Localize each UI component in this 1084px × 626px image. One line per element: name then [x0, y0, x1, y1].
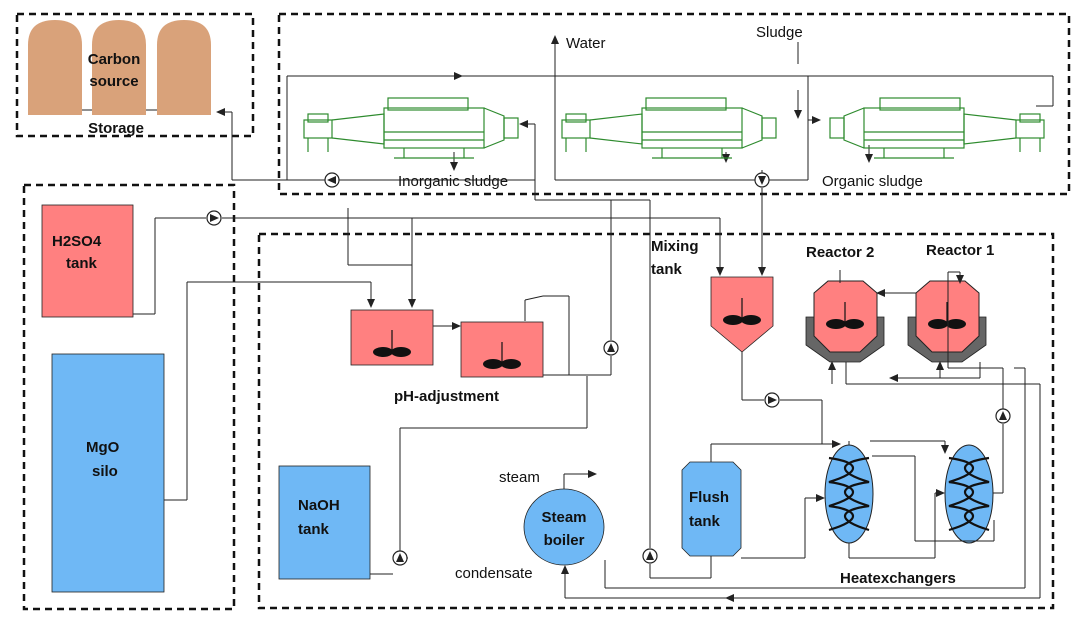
condensate-label: condensate	[455, 565, 533, 582]
heatexchangers-label: Heatexchangers	[840, 570, 956, 587]
h2so4-tank	[41, 204, 134, 318]
storage-silo-3	[157, 20, 211, 115]
chemical-piping	[133, 208, 724, 575]
water-label: Water	[566, 35, 605, 52]
h2so4-tank-label-1: H2SO4	[52, 233, 102, 250]
heat-exchanger-1-coil-icon	[823, 443, 875, 545]
ph-adjustment-label: pH-adjustment	[394, 388, 499, 405]
naoh-pump-icon	[392, 550, 408, 566]
mgo-silo-label-2: silo	[92, 463, 118, 480]
steam-label: steam	[499, 469, 540, 486]
inorganic-sludge-label: Inorganic sludge	[398, 173, 508, 190]
naoh-tank-label-1: NaOH	[298, 497, 340, 514]
reactor-1-label: Reactor 1	[926, 242, 994, 259]
inorganic-pump-icon	[324, 172, 340, 188]
carbon-source-label-1: Carbon	[88, 51, 141, 68]
ph-pump-icon	[603, 340, 619, 356]
centrifuge-piping	[216, 35, 1054, 276]
reactor-2-label: Reactor 2	[806, 244, 874, 261]
carbon-source-storage: Carbon source Storage	[28, 20, 211, 137]
centrifuge-1-icon	[303, 97, 519, 159]
flush-pump-icon	[642, 548, 658, 564]
mixing-pump-icon	[764, 392, 780, 408]
reactor-2	[805, 280, 885, 363]
recirculation-pump-icon	[995, 408, 1011, 424]
steam-boiler-label-2: boiler	[544, 532, 585, 549]
centrifuge-boundary	[277, 12, 1071, 196]
centrifuge-2-icon	[561, 97, 777, 159]
steam-boiler-label-1: Steam	[541, 509, 586, 526]
sludge-label: Sludge	[756, 24, 803, 41]
flush-tank-label-2: tank	[689, 513, 721, 530]
naoh-tank	[278, 465, 371, 580]
h2so4-tank-label-2: tank	[66, 255, 98, 272]
storage-silo-2	[92, 20, 146, 115]
mgo-silo-label-1: MgO	[86, 439, 120, 456]
treatment-boundary	[257, 232, 1055, 610]
h2so4-pump-icon	[206, 210, 222, 226]
organic-sludge-label: Organic sludge	[822, 173, 923, 190]
storage-silo-1	[28, 20, 82, 115]
mixing-tank-label-1: Mixing	[651, 238, 699, 255]
steam-boiler	[523, 488, 605, 566]
chemicals-boundary	[22, 183, 236, 611]
flush-tank-label-1: Flush	[689, 489, 729, 506]
naoh-tank-label-2: tank	[298, 521, 330, 538]
organic-pump-icon	[754, 172, 770, 188]
storage-boundary	[15, 12, 255, 138]
reactor-1	[907, 280, 987, 363]
flush-tank	[681, 461, 742, 557]
mgo-silo	[51, 353, 165, 593]
treatment-piping	[561, 200, 1041, 602]
heat-exchanger-2-coil-icon	[943, 443, 995, 545]
storage-label: Storage	[88, 120, 144, 137]
centrifuge-3-icon	[829, 97, 1045, 159]
mixing-tank-label-2: tank	[651, 261, 683, 278]
carbon-source-label-2: source	[89, 73, 138, 90]
